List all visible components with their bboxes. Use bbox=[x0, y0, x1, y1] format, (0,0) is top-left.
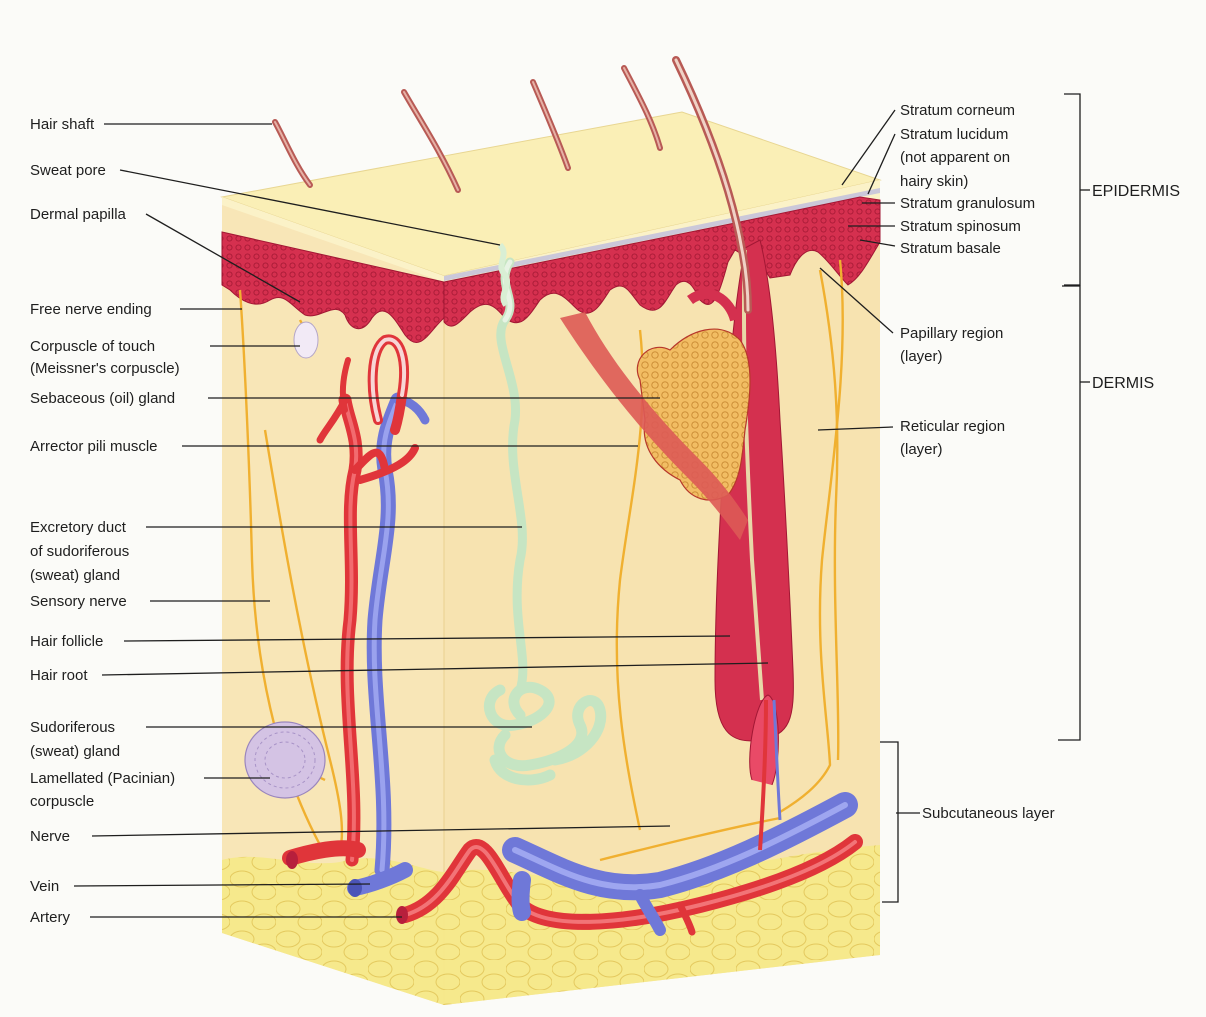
label-excretory-duct-2: of sudoriferous bbox=[30, 543, 129, 560]
label-sensory-nerve: Sensory nerve bbox=[30, 593, 127, 610]
label-nerve: Nerve bbox=[30, 828, 70, 845]
label-dermis: DERMIS bbox=[1092, 375, 1154, 392]
label-epidermis: EPIDERMIS bbox=[1092, 183, 1180, 200]
label-stratum-lucidum: Stratum lucidum bbox=[900, 126, 1008, 143]
label-stratum-lucidum-2: (not apparent on bbox=[900, 149, 1010, 166]
label-reticular-region-2: (layer) bbox=[900, 441, 943, 458]
label-hair-follicle: Hair follicle bbox=[30, 633, 103, 650]
label-stratum-basale: Stratum basale bbox=[900, 240, 1001, 257]
labels-left: Hair shaft Sweat pore Dermal papilla Fre… bbox=[30, 116, 180, 926]
label-hair-root: Hair root bbox=[30, 667, 88, 684]
label-dermal-papilla: Dermal papilla bbox=[30, 206, 127, 223]
label-stratum-lucidum-3: hairy skin) bbox=[900, 173, 968, 190]
artery-cut-end bbox=[396, 906, 408, 924]
label-stratum-granulosum: Stratum granulosum bbox=[900, 195, 1035, 212]
label-sweat-pore: Sweat pore bbox=[30, 162, 106, 179]
label-free-nerve-ending: Free nerve ending bbox=[30, 301, 152, 318]
label-stratum-spinosum: Stratum spinosum bbox=[900, 218, 1021, 235]
label-vein: Vein bbox=[30, 878, 59, 895]
label-papillary-region: Papillary region bbox=[900, 325, 1003, 342]
labels-right: Stratum corneum Stratum lucidum (not app… bbox=[900, 102, 1180, 822]
label-corpuscle-of-touch: Corpuscle of touch bbox=[30, 338, 155, 355]
label-sebaceous-gland: Sebaceous (oil) gland bbox=[30, 390, 175, 407]
label-arrector-pili: Arrector pili muscle bbox=[30, 438, 158, 455]
meissner-corpuscle bbox=[294, 322, 318, 358]
label-stratum-corneum: Stratum corneum bbox=[900, 102, 1015, 119]
label-excretory-duct: Excretory duct bbox=[30, 519, 127, 536]
label-lamellated-corpuscle: Lamellated (Pacinian) bbox=[30, 770, 175, 787]
pacinian-corpuscle bbox=[245, 722, 325, 798]
label-subcutaneous-layer: Subcutaneous layer bbox=[922, 805, 1055, 822]
label-lamellated-corpuscle-2: corpuscle bbox=[30, 793, 94, 810]
label-sudoriferous-gland-2: (sweat) gland bbox=[30, 743, 120, 760]
label-artery: Artery bbox=[30, 909, 71, 926]
label-sudoriferous-gland: Sudoriferous bbox=[30, 719, 115, 736]
label-hair-shaft: Hair shaft bbox=[30, 116, 95, 133]
label-meissners-corpuscle: (Meissner's corpuscle) bbox=[30, 360, 180, 377]
label-papillary-region-2: (layer) bbox=[900, 348, 943, 365]
label-reticular-region: Reticular region bbox=[900, 418, 1005, 435]
label-excretory-duct-3: (sweat) gland bbox=[30, 567, 120, 584]
